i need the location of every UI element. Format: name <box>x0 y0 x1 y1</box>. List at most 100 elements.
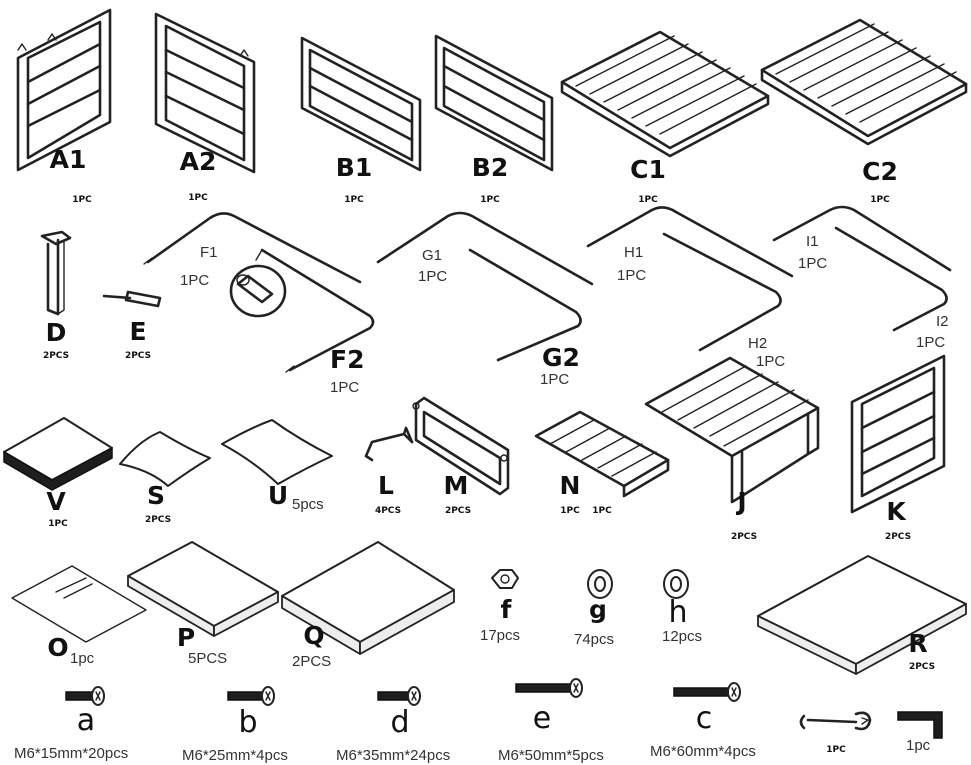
bracket-l <box>364 426 414 462</box>
part-qty: 1PC <box>48 519 68 529</box>
part-letter: N <box>560 471 581 500</box>
washer-h <box>663 569 689 599</box>
part-qty: 4PCS <box>375 506 401 516</box>
part-qty: 5PCS <box>188 650 227 667</box>
part-qty: 2PCS <box>885 532 911 542</box>
part-letter: U <box>268 481 288 510</box>
rail-f1 <box>143 212 362 284</box>
tool-qty: 1pc <box>906 737 931 754</box>
screw-d <box>377 686 421 706</box>
shelf-grid-c1 <box>560 30 770 158</box>
screw-letter: a <box>77 703 95 738</box>
part-qty: 17pcs <box>480 627 520 644</box>
screw-c <box>673 682 741 702</box>
part-qty: 2PCS <box>145 515 171 525</box>
part-letter: P <box>177 623 195 652</box>
part-qty: 5pcs <box>292 496 324 513</box>
part-letter: G2 <box>542 343 580 372</box>
post-d <box>40 230 72 316</box>
part-qty: 1PC <box>330 379 359 396</box>
shelf-assembly-j <box>644 356 820 504</box>
part-qty: 1pc <box>70 650 95 667</box>
part-qty: 1PC <box>72 195 92 205</box>
part-letter: B2 <box>472 153 508 182</box>
part-qty: 1PC <box>180 272 209 289</box>
part-letter: M <box>444 471 469 500</box>
part-letter: J <box>735 487 746 516</box>
board-p <box>127 541 279 637</box>
part-letter: C1 <box>630 155 666 184</box>
part-letter: D <box>46 318 67 347</box>
screw-spec: M6*60mm*4pcs <box>650 743 756 760</box>
board-q <box>281 541 455 655</box>
part-letter: F2 <box>330 345 364 374</box>
screw-spec: M6*25mm*4pcs <box>182 747 288 764</box>
part-letter: O <box>47 633 68 662</box>
rail-i2 <box>834 226 948 332</box>
glass-panel-o <box>11 565 147 643</box>
pad-s <box>119 431 211 487</box>
detail-zoom-circle <box>229 249 287 318</box>
shelf-grid-c2 <box>760 18 968 146</box>
part-qty: 2PCS <box>909 662 935 672</box>
part-letter: E <box>129 317 146 346</box>
screw-spec: M6*50mm*5pcs <box>498 747 604 764</box>
part-qty: 1PC <box>188 193 208 203</box>
part-qty: 2PCS <box>292 653 331 670</box>
part-qty: 2PCS <box>445 506 471 516</box>
screw-letter: d <box>390 705 409 740</box>
part-letter: C2 <box>862 157 898 186</box>
rail-h1 <box>586 206 794 278</box>
screw-spec: M6*35mm*24pcs <box>336 747 450 764</box>
rail-i1 <box>772 205 952 272</box>
part-qty: 1PC <box>617 267 646 284</box>
part-qty: 1PC <box>344 195 364 205</box>
tool-qty: 1PC <box>826 745 846 755</box>
part-qty: 12pcs <box>662 628 702 645</box>
washer-g <box>587 569 613 599</box>
part-qty: 1PC <box>870 195 890 205</box>
allen-key-icon <box>897 711 943 739</box>
part-letter: I1 <box>806 233 819 250</box>
part-letter: A1 <box>50 145 87 174</box>
part-qty-second: 1PC <box>592 506 612 516</box>
part-qty: 2PCS <box>125 351 151 361</box>
pad-u <box>221 419 333 485</box>
part-letter: H2 <box>748 335 767 352</box>
nut-f <box>491 569 519 589</box>
part-qty: 1PC <box>560 506 580 516</box>
part-qty: 1PC <box>540 371 569 388</box>
rail-f2 <box>260 248 375 373</box>
part-letter: H1 <box>624 244 643 261</box>
part-qty: 1PC <box>916 334 945 351</box>
part-letter: G1 <box>422 247 442 264</box>
board-r <box>757 555 967 675</box>
screw-e <box>515 678 583 698</box>
screw-spec: M6*15mm*20pcs <box>14 745 128 762</box>
part-qty: 1PC <box>798 255 827 272</box>
part-letter: S <box>147 481 165 510</box>
part-letter: A2 <box>180 147 217 176</box>
part-letter: h <box>668 595 687 630</box>
frame-panel-b2 <box>434 34 554 172</box>
part-qty: 1PC <box>418 268 447 285</box>
screw-letter: c <box>696 701 713 736</box>
part-letter: Q <box>303 621 324 650</box>
part-qty: 1PC <box>756 353 785 370</box>
frame-panel-k <box>850 354 946 514</box>
part-qty: 1PC <box>480 195 500 205</box>
frame-m <box>412 396 510 496</box>
rail-h2 <box>662 232 782 352</box>
part-letter: F1 <box>200 244 218 261</box>
part-qty: 2PCS <box>43 351 69 361</box>
part-letter: R <box>908 629 927 658</box>
rail-g1 <box>376 211 594 286</box>
connector-e <box>102 290 162 308</box>
part-letter: g <box>589 595 607 624</box>
wrench-icon <box>799 711 872 731</box>
part-qty: 2PCS <box>731 532 757 542</box>
shelf-n <box>534 410 670 498</box>
part-letter: B1 <box>336 153 372 182</box>
part-qty: 1PC <box>638 195 658 205</box>
